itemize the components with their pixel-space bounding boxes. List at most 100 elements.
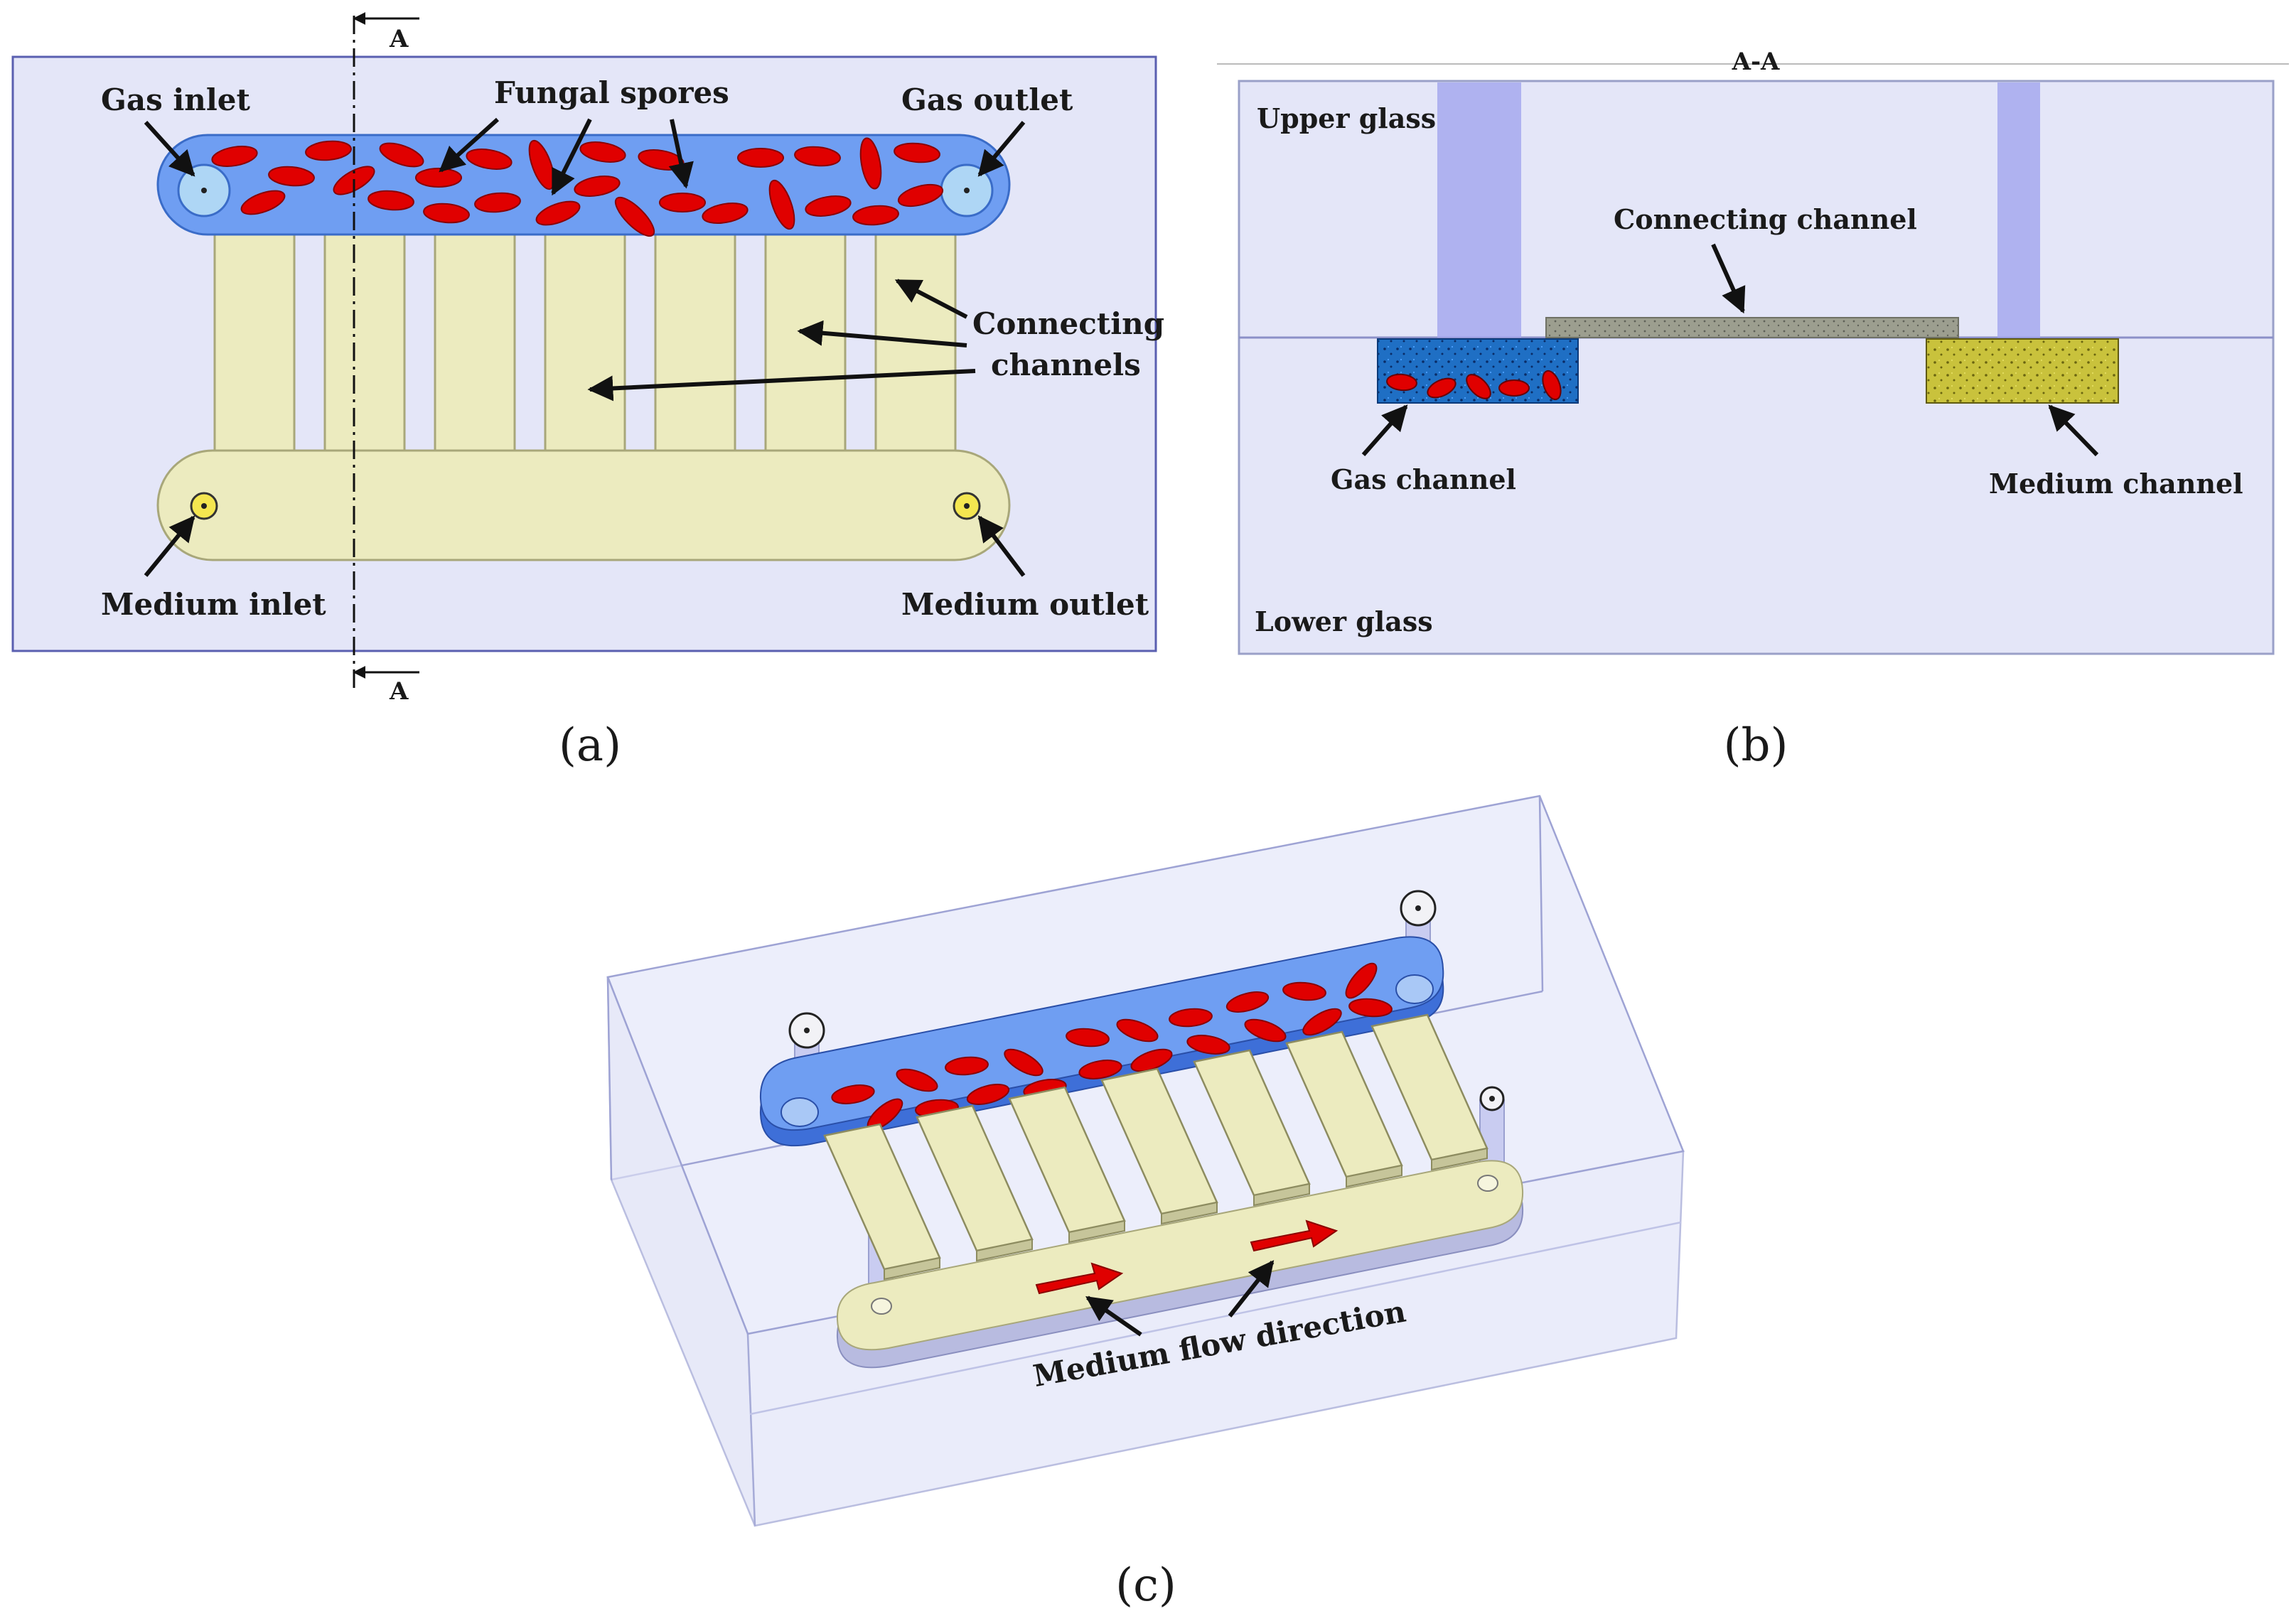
spore [1386,373,1417,392]
spore [794,146,841,167]
spore [896,1068,938,1092]
fungal-spores-3d [831,962,1393,1131]
spore [614,196,655,237]
spore [1345,962,1378,999]
spore [1066,1028,1110,1047]
flow-arrows [1035,1219,1339,1295]
flow-arrow [1250,1219,1339,1252]
caption-c: (c) [1115,1559,1176,1612]
arrow-channel-1 [894,279,968,319]
spore [1130,1048,1173,1072]
section-spores [1386,370,1562,401]
spore [702,203,749,224]
spore [1004,1048,1044,1077]
gas-port-column [1437,82,1521,338]
spore [945,1056,989,1076]
arrow-channel-3 [587,369,976,402]
arrow-gas-channel [1361,404,1408,456]
flow-arrow [1035,1262,1124,1295]
spore [305,140,352,161]
spore [423,203,470,224]
connecting-channel [654,227,736,473]
arrow-connecting-channel [1711,243,1746,314]
section-label-top: A [389,25,409,53]
connecting-channel [434,227,516,473]
spore [1427,377,1457,399]
panel-b: A-A Upper glass Lower glass Connecting c… [1217,48,2289,772]
spore [528,139,555,190]
label-fungal-spores: Fungal spores [494,75,729,110]
medium-port-column [1997,82,2040,338]
spore [1225,991,1270,1013]
spore [268,166,315,187]
connecting-channels-3d [823,1013,1488,1271]
caption-b: (b) [1724,719,1788,772]
connecting-channel [874,227,957,473]
spore [1348,998,1393,1018]
medium-channel [156,449,1011,561]
spore [1244,1018,1287,1043]
spore [1078,1060,1122,1079]
spore [240,190,286,215]
spore [415,168,462,188]
spore [831,1084,875,1104]
spore [1498,379,1530,397]
arrow-flow-1 [1085,1296,1142,1337]
spore [768,179,795,230]
arrow-spore-1 [439,117,500,173]
spore [737,148,784,168]
spore [1282,981,1326,1001]
spore [535,200,581,226]
label-medium-outlet: Medium outlet [901,587,1149,622]
spore [659,193,706,212]
label-section-title: A-A [1732,48,1780,76]
spore [1302,1008,1342,1036]
connecting-channel [323,227,406,473]
label-lower-glass: Lower glass [1255,605,1433,637]
spore [474,192,521,213]
label-connecting-channel: Connecting channel [1614,203,1917,235]
connecting-channel [764,227,847,473]
connecting-channel [213,227,296,473]
arrow-medium-channel [2048,404,2099,457]
label-upper-glass: Upper glass [1257,102,1436,134]
arrow-spore-2 [551,118,592,196]
label-gas-outlet: Gas outlet [901,82,1073,117]
label-channels: channels [991,348,1141,382]
spore [579,141,626,163]
spore [1542,370,1562,401]
connecting-channel [544,227,626,473]
spore [1169,1008,1213,1028]
section-connecting-channel [1545,317,1959,338]
spore [1116,1018,1159,1043]
arrow-gas-inlet [144,120,195,177]
panel-b-arrows [1361,243,2099,457]
spore [1186,1035,1230,1055]
spore [805,195,852,217]
arrow-medium-inlet [144,515,195,577]
arrow-gas-outlet [977,121,1026,177]
section-medium-channel [1926,338,2119,404]
caption-a: (a) [559,719,621,772]
connecting-channels [213,227,957,473]
arrow-channel-2 [797,320,967,348]
label-medium-inlet: Medium inlet [101,587,326,622]
spore [894,142,940,163]
fungal-spores [211,137,944,237]
panel-c-arrows [1085,1260,1275,1337]
spore [852,205,899,226]
arrow-spore-3 [668,119,694,189]
label-gas-channel: Gas channel [1331,463,1516,495]
spore [1466,374,1491,399]
label-medium-channel: Medium channel [1989,468,2243,500]
medium-channel-3d [836,1160,1524,1369]
spore [466,149,513,170]
panel-a-arrows [144,117,1026,577]
arrow-flow-2 [1228,1260,1275,1318]
label-gas-inlet: Gas inlet [101,82,251,117]
panel-c: Medium flow direction (c) [606,794,1685,1612]
panel-a: A A Gas inlet Fungal spores Gas outlet C… [11,12,1164,772]
arrow-medium-outlet [977,515,1026,577]
label-connecting: Connecting [972,306,1164,341]
